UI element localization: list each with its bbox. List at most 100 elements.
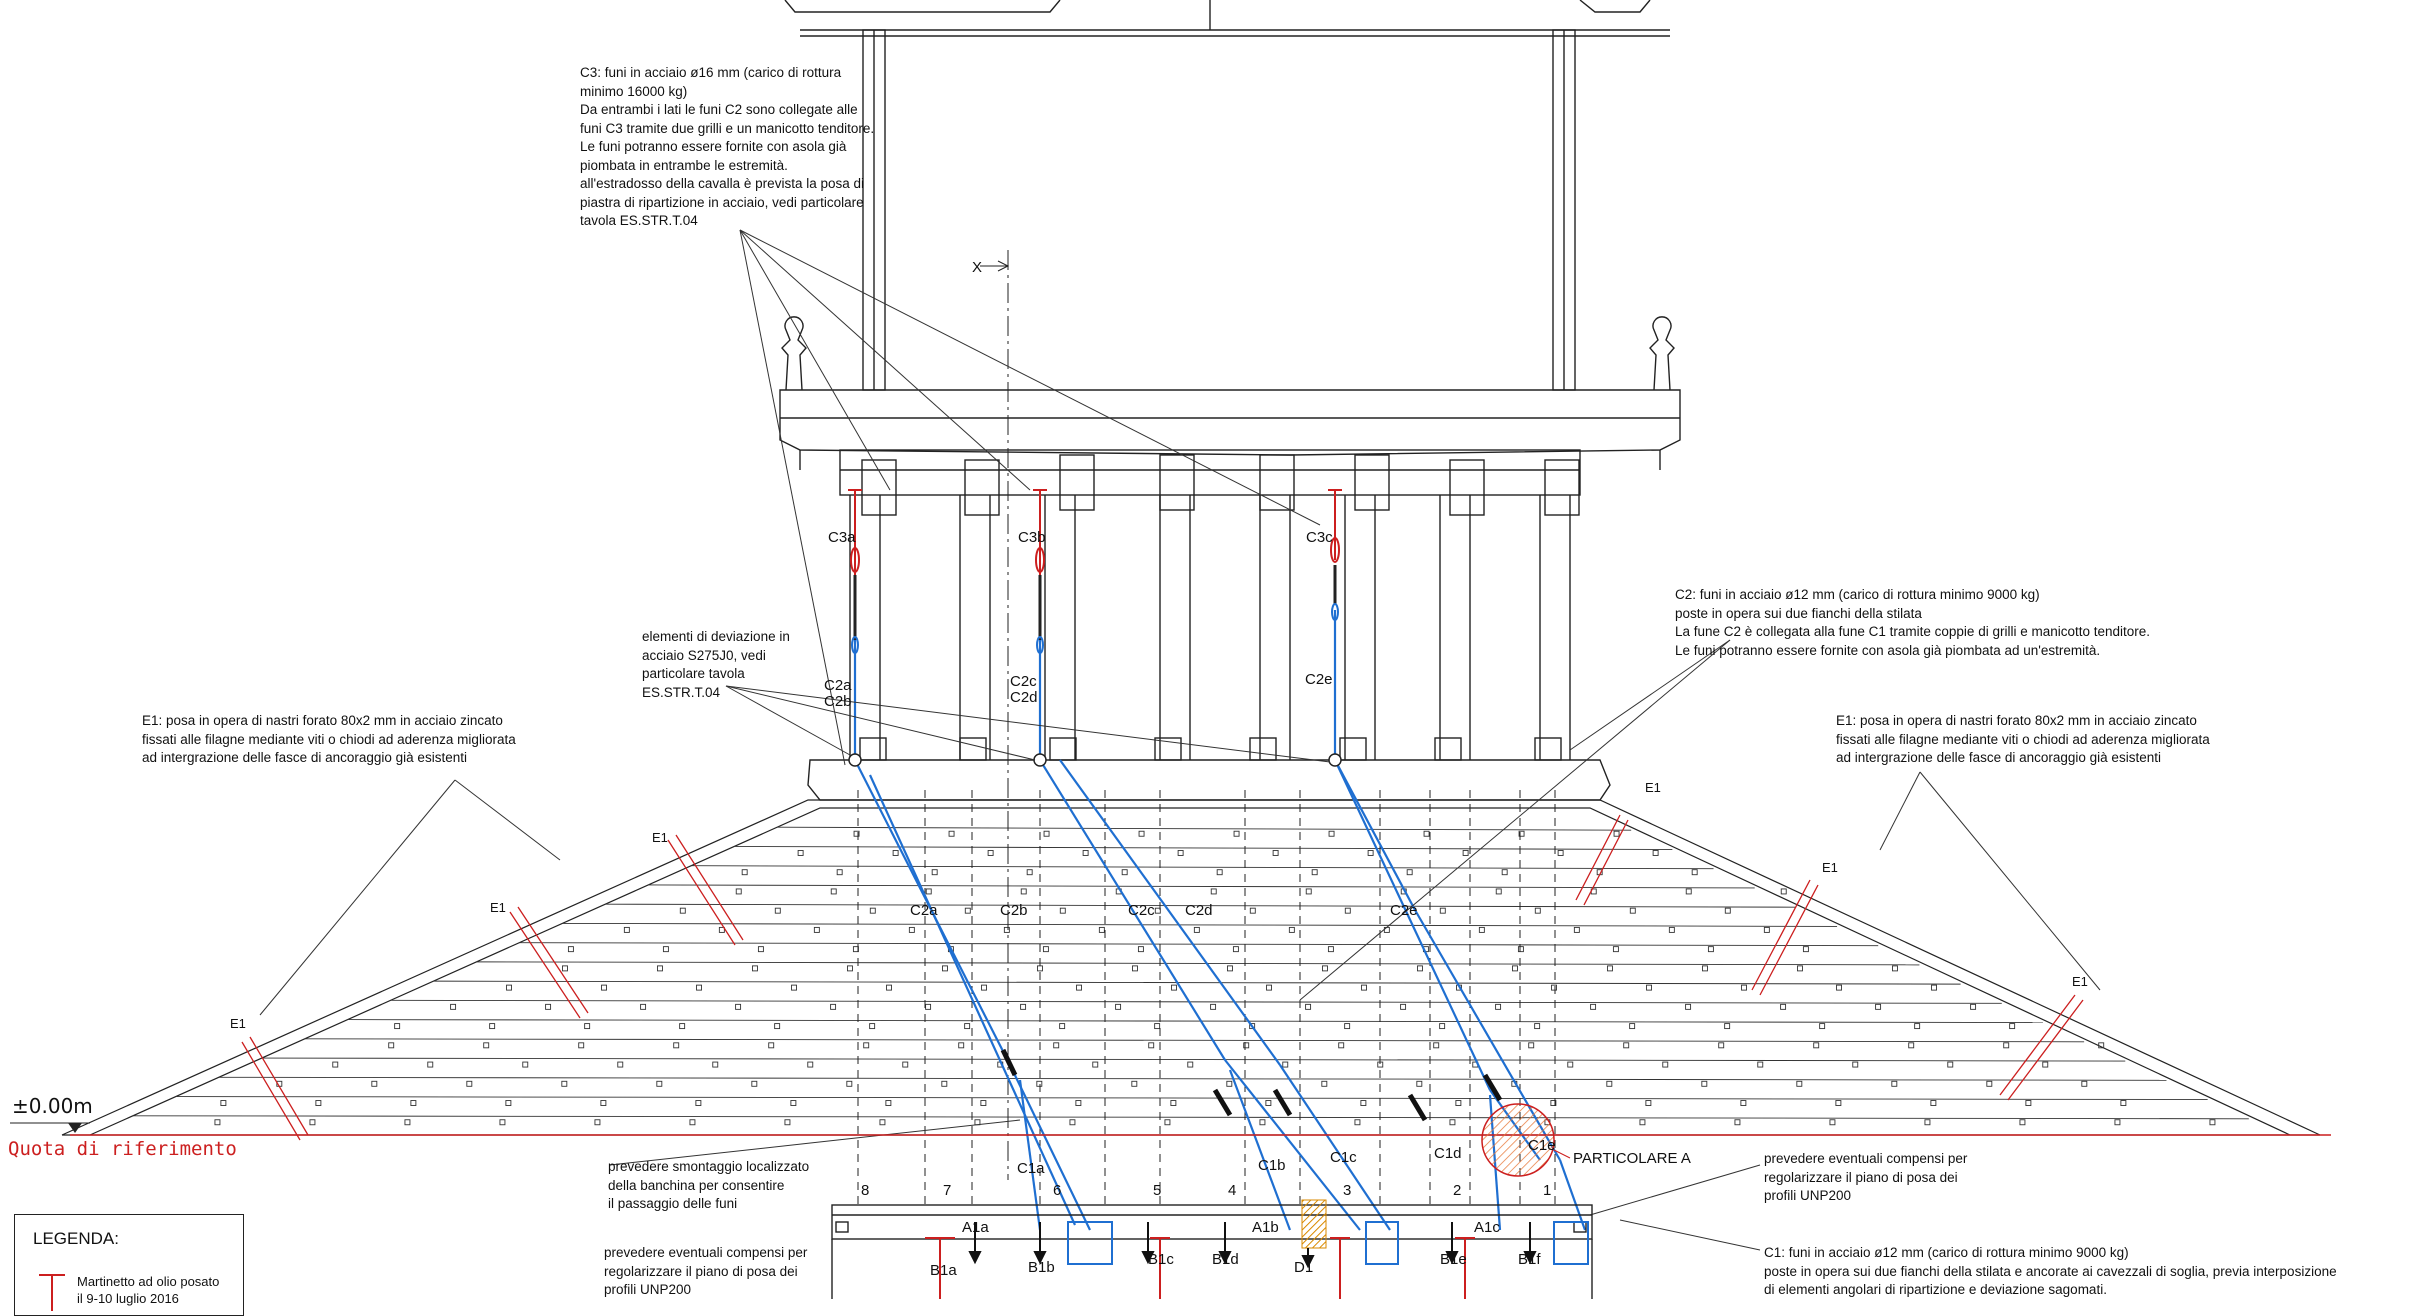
upper-structure — [779, 0, 1681, 801]
bolt-mark — [830, 888, 837, 895]
bolt-mark — [1053, 1042, 1060, 1049]
label-c1a: C1a — [1017, 1160, 1045, 1177]
bolt-mark — [2120, 1100, 2127, 1106]
bolt-mark — [830, 1003, 837, 1010]
bolt-mark — [1495, 1003, 1502, 1010]
bolt-mark — [1272, 850, 1279, 856]
plank-line — [390, 999, 2002, 1004]
note-line: minimo 16000 kg) — [580, 83, 688, 99]
label-a1a: A1a — [962, 1219, 989, 1236]
plank-line — [304, 1038, 2085, 1043]
bolt-mark — [886, 984, 892, 991]
bolt-mark — [1455, 1100, 1462, 1106]
bolt-mark — [1970, 1003, 1977, 1010]
bolt-mark — [1813, 1042, 1820, 1049]
bolt-mark — [1210, 888, 1217, 895]
bolt-mark — [941, 1080, 948, 1087]
bolt-mark — [1947, 1061, 1954, 1068]
bolt-mark — [836, 869, 843, 876]
note-line: funi C3 tramite due grilli e un manicott… — [580, 120, 875, 136]
bolt-mark — [1026, 869, 1033, 876]
bolt-mark — [1639, 1119, 1646, 1126]
bolt-mark — [1512, 965, 1518, 972]
bolt-mark — [1423, 830, 1430, 837]
cables — [853, 610, 1587, 1231]
label-c3c: C3c — [1306, 529, 1333, 546]
bolt-mark — [1528, 1042, 1535, 1049]
note-line: tavola ES.STR.T.04 — [580, 213, 698, 228]
bolt-mark — [617, 1061, 624, 1068]
label-c2a-upper: C2a — [824, 677, 852, 694]
bolt-mark — [623, 926, 630, 933]
bolt-mark — [1132, 965, 1138, 972]
bolt-mark — [1702, 965, 1708, 972]
bolt-mark — [1908, 1042, 1915, 1049]
bolt-mark — [1763, 926, 1770, 933]
bolt-mark — [1557, 850, 1564, 856]
bolt-mark — [1082, 850, 1089, 856]
bolt-mark — [902, 1061, 909, 1068]
label-e1-4: E1 — [1645, 780, 1661, 795]
label-c1c: C1c — [1330, 1149, 1357, 1166]
bolt-mark — [718, 926, 725, 933]
bay-number: 4 — [1228, 1182, 1236, 1199]
bolt-mark — [1400, 1003, 1407, 1010]
plank-line — [691, 865, 1714, 870]
bolt-mark — [1092, 1061, 1099, 1068]
note-line: piombata in entrambe le estremità. — [580, 157, 788, 173]
bolt-mark — [594, 1119, 601, 1126]
bolt-mark — [1210, 1003, 1217, 1010]
bolt-mark — [673, 1042, 680, 1049]
label-c2e: C2e — [1390, 902, 1418, 919]
plank-line — [433, 980, 1961, 985]
bolt-mark — [214, 1119, 221, 1126]
bolt-mark — [662, 946, 669, 953]
label-b1f: B1f — [1518, 1251, 1541, 1268]
bolt-mark — [885, 1100, 892, 1106]
bolt-mark — [768, 1042, 775, 1049]
bolt-mark — [489, 1023, 496, 1030]
bolt-mark — [578, 1042, 585, 1049]
bolt-mark — [1003, 926, 1010, 933]
label-section-x: X — [972, 259, 982, 276]
bolt-mark — [1551, 984, 1557, 991]
bolt-mark — [1701, 1080, 1708, 1087]
plank-line — [605, 903, 1796, 908]
bolt-mark — [964, 907, 971, 914]
bolt-mark — [505, 1100, 512, 1106]
bolt-mark — [656, 1080, 663, 1087]
bolt-mark — [450, 1003, 457, 1010]
bay-number: 2 — [1453, 1182, 1461, 1199]
note-line: E1: posa in opera di nastri forato 80x2 … — [1836, 713, 2197, 728]
bolt-mark — [522, 1061, 529, 1068]
note-line: acciaio S275J0, vedi — [642, 647, 766, 663]
bolt-mark — [657, 965, 663, 972]
bolt-mark — [483, 1042, 490, 1049]
bolt-mark — [846, 1080, 853, 1087]
reference-level-label: Quota di riferimento — [8, 1138, 237, 1160]
note-line: Le funi potranno essere fornite con asol… — [1675, 642, 2101, 658]
bolt-mark — [1164, 1119, 1171, 1126]
bolt-mark — [2114, 1119, 2121, 1126]
bolt-mark — [2009, 1023, 2016, 1030]
bolt-mark — [1344, 907, 1351, 914]
bolt-mark — [1360, 1100, 1367, 1106]
bolt-mark — [1623, 1042, 1630, 1049]
bolt-mark — [601, 984, 607, 991]
bay-number: 1 — [1543, 1182, 1551, 1199]
label-e1-6: E1 — [2072, 974, 2088, 989]
bolt-mark — [751, 1080, 758, 1087]
label-c1d: C1d — [1434, 1145, 1462, 1162]
bolt-mark — [1740, 1100, 1747, 1106]
label-c2d: C2d — [1185, 902, 1213, 919]
bolt-mark — [689, 1119, 696, 1126]
bolt-mark — [332, 1061, 339, 1068]
bolt-mark — [1668, 926, 1675, 933]
bay-number: 5 — [1153, 1182, 1161, 1199]
note-line: E1: posa in opera di nastri forato 80x2 … — [142, 713, 503, 728]
note-line: fissati alle filagne mediante viti o chi… — [142, 731, 516, 747]
bolt-mark — [1036, 1080, 1043, 1087]
bolt-mark — [1266, 984, 1272, 991]
bolt-mark — [1177, 850, 1184, 856]
